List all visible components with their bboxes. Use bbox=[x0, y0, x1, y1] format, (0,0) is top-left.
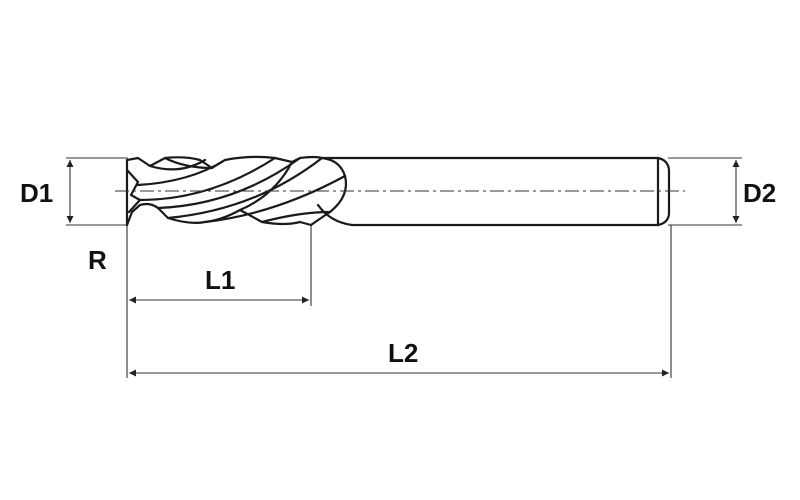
shank-outline bbox=[316, 156, 671, 227]
helix-1 bbox=[148, 158, 207, 171]
flute-outline bbox=[125, 155, 324, 170]
label-r: R bbox=[88, 245, 107, 275]
extension-lines bbox=[66, 157, 742, 378]
label-l1: L1 bbox=[205, 265, 235, 295]
label-l2: L2 bbox=[388, 338, 418, 368]
label-d1: D1 bbox=[20, 178, 53, 208]
label-d2: D2 bbox=[743, 178, 776, 208]
